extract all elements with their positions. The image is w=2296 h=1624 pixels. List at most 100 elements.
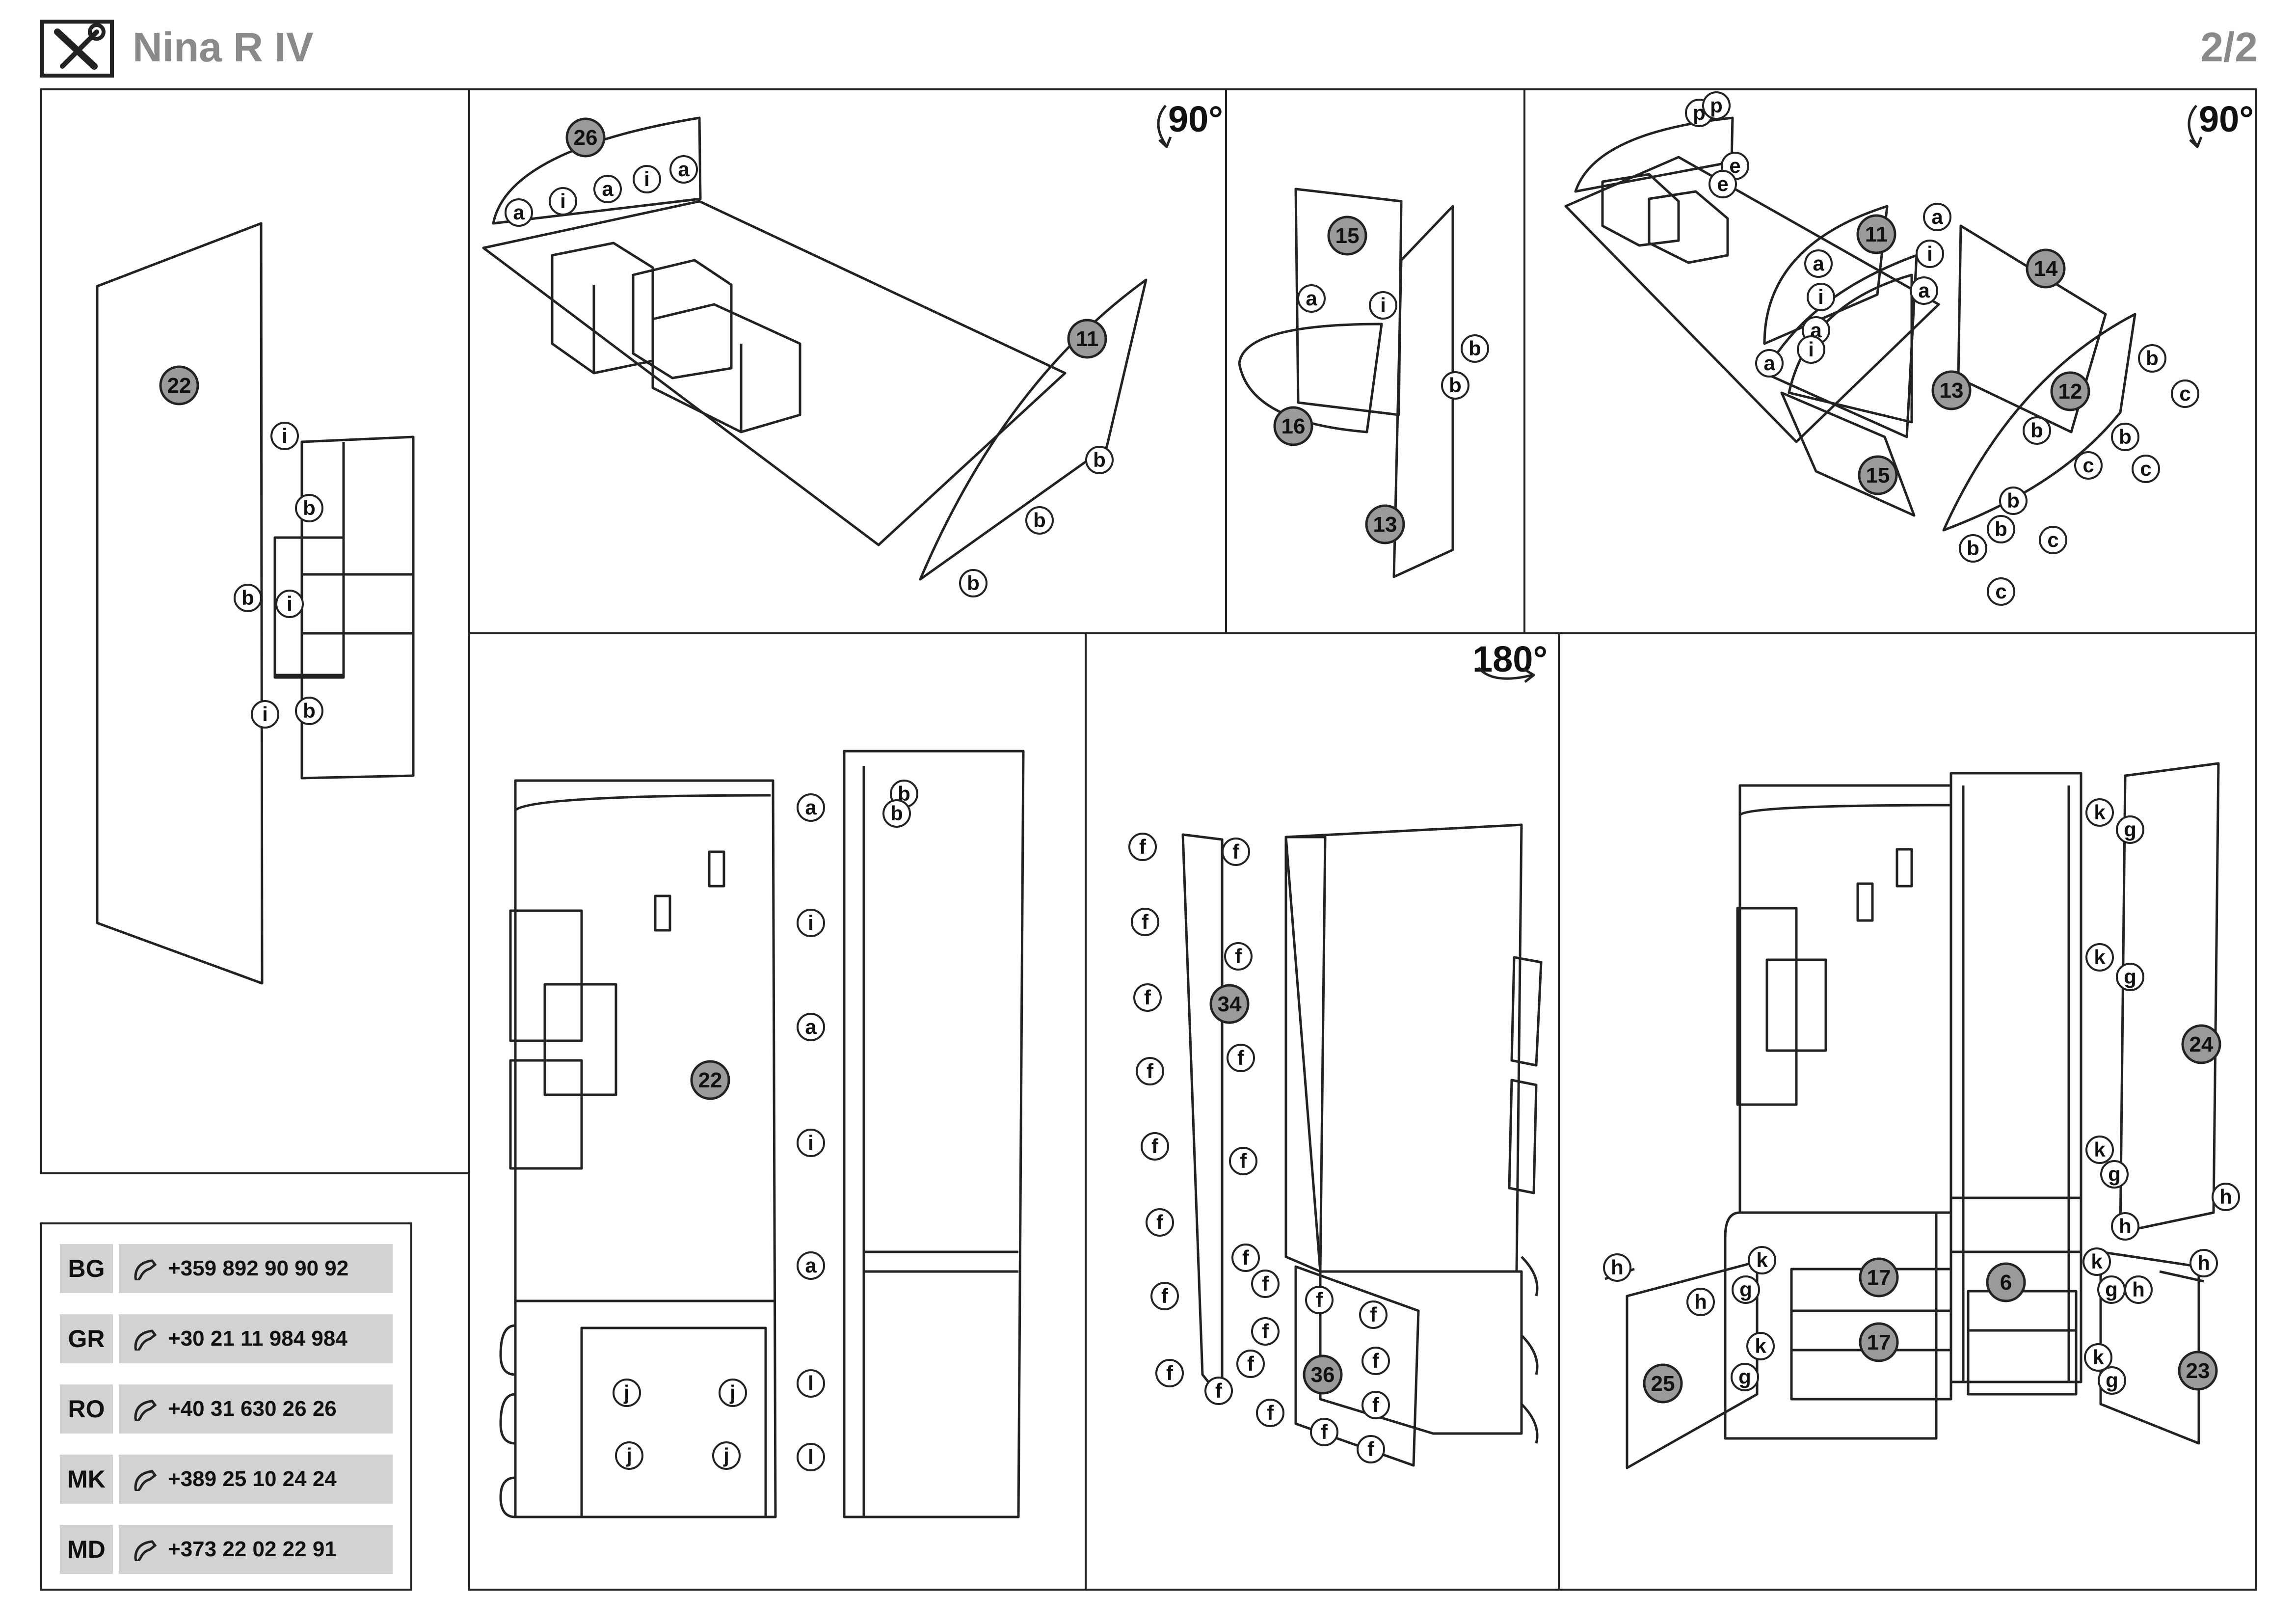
part-callout-17 — [1859, 1257, 1899, 1298]
fitting-letter-g: g — [2106, 1369, 2118, 1392]
fitting-letter-f: f — [1316, 1288, 1323, 1311]
fitting-callout-f — [1236, 1350, 1265, 1378]
fitting-letter-f: f — [1321, 1420, 1328, 1443]
part-number-15: 15 — [1866, 463, 1890, 487]
fitting-callout-h — [2124, 1275, 2153, 1304]
contact-table: BG +359 892 90 90 92 GR +30 21 11 984 98… — [40, 1222, 412, 1591]
fitting-callout-j — [615, 1441, 643, 1470]
fitting-letter-c: c — [2082, 454, 2094, 477]
fitting-callout-h — [2111, 1212, 2139, 1241]
fitting-letter-f: f — [1139, 835, 1147, 858]
fitting-letter-g: g — [2108, 1163, 2121, 1186]
fitting-callout-a — [797, 1013, 825, 1041]
fitting-letter-f: f — [1156, 1211, 1164, 1234]
fitting-letter-f: f — [1232, 840, 1240, 863]
fitting-letter-f: f — [1372, 1349, 1380, 1372]
phone-number-field: +40 31 630 26 26 — [119, 1384, 393, 1434]
fitting-letter-b: b — [1033, 509, 1046, 532]
fitting-callout-g — [2098, 1366, 2126, 1395]
fitting-letter-h: h — [1611, 1256, 1624, 1279]
fitting-callout-j — [613, 1379, 641, 1407]
part-callout-13 — [1365, 504, 1405, 544]
part-callout-25 — [1643, 1363, 1683, 1404]
fitting-callout-c — [2171, 379, 2199, 408]
fitting-callout-f — [1227, 1044, 1255, 1072]
part-callout-36 — [1303, 1354, 1343, 1395]
fitting-callout-b — [295, 697, 323, 725]
fitting-letter-f: f — [1262, 1272, 1269, 1295]
fitting-letter-f: f — [1367, 1437, 1375, 1461]
fitting-letter-h: h — [2219, 1185, 2232, 1208]
part-callout-15 — [1858, 455, 1898, 495]
fitting-letter-a: a — [1813, 252, 1824, 275]
fitting-callout-f — [1146, 1208, 1174, 1237]
phone-number: +359 892 90 90 92 — [168, 1256, 349, 1280]
fitting-letter-i: i — [1927, 242, 1933, 265]
fitting-callout-a — [1755, 349, 1784, 378]
phone-number: +40 31 630 26 26 — [168, 1397, 337, 1421]
fitting-letter-h: h — [2132, 1278, 2145, 1301]
fitting-callout-j — [719, 1379, 747, 1407]
fitting-letter-g: g — [2124, 965, 2136, 988]
phone-number-field: +389 25 10 24 24 — [119, 1455, 393, 1504]
fitting-callout-i — [797, 1129, 825, 1157]
page-number: 2/2 — [2200, 24, 2258, 70]
fitting-letter-f: f — [1237, 1046, 1245, 1069]
fitting-letter-f: f — [1370, 1303, 1377, 1326]
fitting-callout-k — [2084, 1343, 2112, 1372]
part-number-23: 23 — [2186, 1359, 2210, 1383]
fitting-letter-f: f — [1372, 1393, 1380, 1416]
step-7-panel — [1558, 632, 2257, 1591]
fitting-callout-f — [1310, 1418, 1338, 1446]
phone-number: +389 25 10 24 24 — [168, 1467, 337, 1491]
fitting-letter-j: j — [723, 1444, 729, 1467]
part-number-11: 11 — [1865, 222, 1888, 246]
fitting-callout-i — [549, 187, 577, 216]
fitting-callout-f — [1150, 1282, 1179, 1310]
fitting-letter-f: f — [1235, 945, 1242, 968]
fitting-callout-b — [1999, 487, 2028, 515]
fitting-letter-f: f — [1267, 1401, 1274, 1424]
fitting-callout-f — [1131, 908, 1159, 936]
fitting-letter-f: f — [1161, 1284, 1169, 1307]
fitting-letter-b: b — [2007, 489, 2020, 512]
fitting-callout-b — [1025, 506, 1054, 535]
fitting-callout-k — [2085, 943, 2114, 972]
fitting-letter-j: j — [626, 1444, 632, 1467]
fitting-letter-i: i — [1380, 294, 1386, 317]
fitting-callout-f — [1231, 1244, 1260, 1272]
part-callout-23 — [2178, 1351, 2218, 1391]
fitting-letter-f: f — [1147, 1059, 1154, 1083]
part-callout-24 — [2181, 1024, 2221, 1064]
fitting-callout-i — [1916, 240, 1944, 268]
fitting-callout-f — [1256, 1399, 1284, 1427]
fitting-callout-a — [1910, 276, 1938, 305]
fitting-callout-f — [1251, 1270, 1280, 1298]
fitting-callout-f — [1155, 1359, 1184, 1387]
phone-icon — [134, 1470, 157, 1491]
phone-number-field: +359 892 90 90 92 — [119, 1244, 393, 1293]
country-code: RO — [60, 1384, 113, 1434]
fitting-callout-k — [2085, 798, 2114, 827]
part-number-36: 36 — [1311, 1363, 1335, 1387]
phone-number: +373 22 02 22 91 — [168, 1537, 337, 1561]
part-callout-6 — [1986, 1262, 2026, 1302]
fitting-letter-a: a — [678, 158, 690, 181]
fitting-callout-b — [2138, 344, 2166, 373]
fitting-letter-e: e — [1717, 172, 1728, 195]
part-number-22: 22 — [167, 374, 191, 398]
fitting-letter-g: g — [2105, 1278, 2118, 1301]
fitting-letter-j: j — [623, 1381, 630, 1404]
part-callout-11 — [1856, 214, 1896, 254]
fitting-letter-b: b — [241, 586, 254, 609]
fitting-letter-a: a — [1306, 287, 1317, 310]
part-number-14: 14 — [2034, 257, 2058, 281]
fitting-callout-f — [1222, 838, 1250, 866]
fitting-letter-k: k — [2094, 1138, 2106, 1161]
page-title: Nina R IV — [133, 24, 314, 70]
fitting-callout-f — [1362, 1347, 1390, 1375]
fitting-letter-f: f — [1215, 1379, 1223, 1402]
fitting-letter-a: a — [602, 177, 614, 200]
part-number-13: 13 — [1373, 513, 1397, 537]
